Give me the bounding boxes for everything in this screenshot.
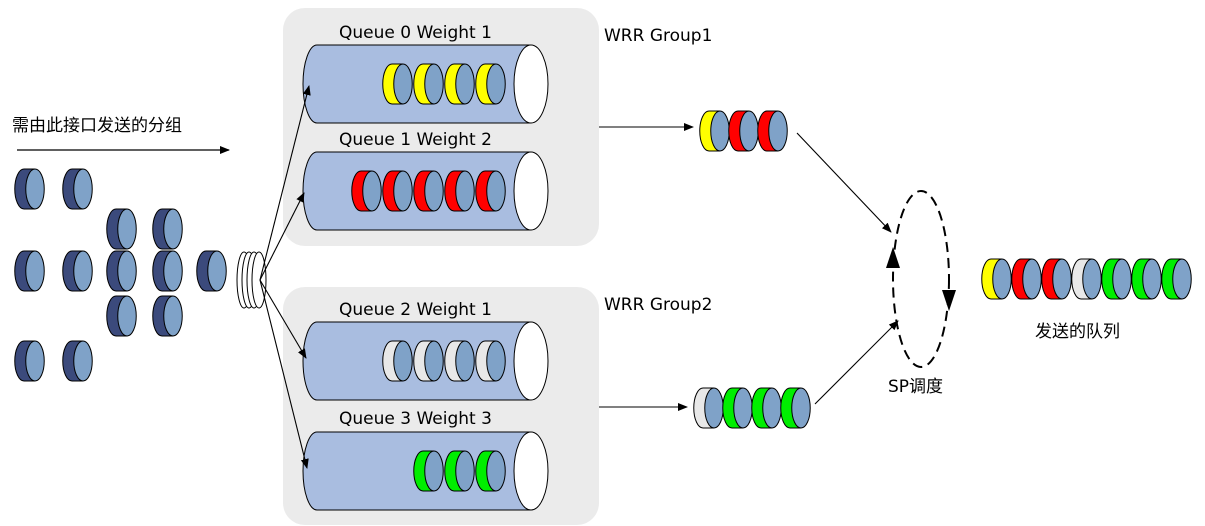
- wrr-group2-label: WRR Group2: [604, 295, 712, 315]
- input-packets-label: 需由此接口发送的分组: [12, 116, 182, 136]
- sp-scheduler-ring: [886, 190, 956, 368]
- input-packet: [14, 250, 45, 292]
- input-packet: [152, 208, 183, 250]
- queue-packet: [444, 340, 475, 382]
- input-packet: [62, 250, 93, 292]
- dispatch-arrow: [259, 279, 307, 359]
- input-packet: [62, 168, 93, 210]
- sent-queue-packet: [1161, 258, 1192, 300]
- queue-packet: [475, 340, 506, 382]
- input-packet: [106, 295, 137, 337]
- group1-output-packet: [757, 110, 788, 152]
- group2-output-packet: [722, 387, 753, 429]
- group2-to-sp-arrow: [814, 320, 899, 405]
- group2-output-packet: [751, 387, 782, 429]
- sent-queue-packet: [981, 258, 1012, 300]
- input-packet: [196, 250, 227, 292]
- queue-packet: [413, 340, 444, 382]
- queue-packet: [475, 450, 506, 492]
- input-packet: [152, 295, 183, 337]
- queue-packet: [382, 63, 413, 105]
- queue-packet: [475, 170, 506, 212]
- queue-packet: [413, 63, 444, 105]
- sent-queue-packet: [1041, 258, 1072, 300]
- queue-3-label: Queue 3 Weight 3: [339, 409, 492, 429]
- queue-0-label: Queue 0 Weight 1: [339, 23, 492, 43]
- sp-scheduler-label: SP调度: [888, 377, 943, 397]
- queue-packet: [444, 450, 475, 492]
- queue-packet: [444, 170, 475, 212]
- classifier-icon: [236, 251, 267, 309]
- wrr-group1-label: WRR Group1: [604, 26, 712, 46]
- input-packet: [14, 168, 45, 210]
- queue-2-label: Queue 2 Weight 1: [339, 300, 492, 320]
- queue-packet: [413, 170, 444, 212]
- queue-1-label: Queue 1 Weight 2: [339, 130, 492, 150]
- sent-queue-packet: [1131, 258, 1162, 300]
- group2-output-packet: [780, 387, 811, 429]
- queue-packet: [351, 170, 382, 212]
- sent-queue-packet: [1101, 258, 1132, 300]
- queue-packet: [475, 63, 506, 105]
- group1-output-packet: [699, 110, 730, 152]
- input-packet: [152, 250, 183, 292]
- sent-queue-packet: [1011, 258, 1042, 300]
- queue-packet: [444, 63, 475, 105]
- group2-output-packet: [693, 387, 724, 429]
- input-packet: [106, 250, 137, 292]
- dispatch-arrow: [259, 279, 309, 469]
- sent-queue-packet: [1071, 258, 1102, 300]
- queue-packet: [382, 170, 413, 212]
- dispatch-arrow: [259, 192, 305, 281]
- input-packet: [14, 340, 45, 382]
- dispatch-arrow: [259, 85, 311, 281]
- queue-packet: [413, 450, 444, 492]
- input-packet: [62, 340, 93, 382]
- input-packet: [106, 208, 137, 250]
- queue-packet: [382, 340, 413, 382]
- group1-to-sp-arrow: [796, 132, 892, 233]
- group1-output-packet: [728, 110, 759, 152]
- output-queue-label: 发送的队列: [1035, 322, 1120, 342]
